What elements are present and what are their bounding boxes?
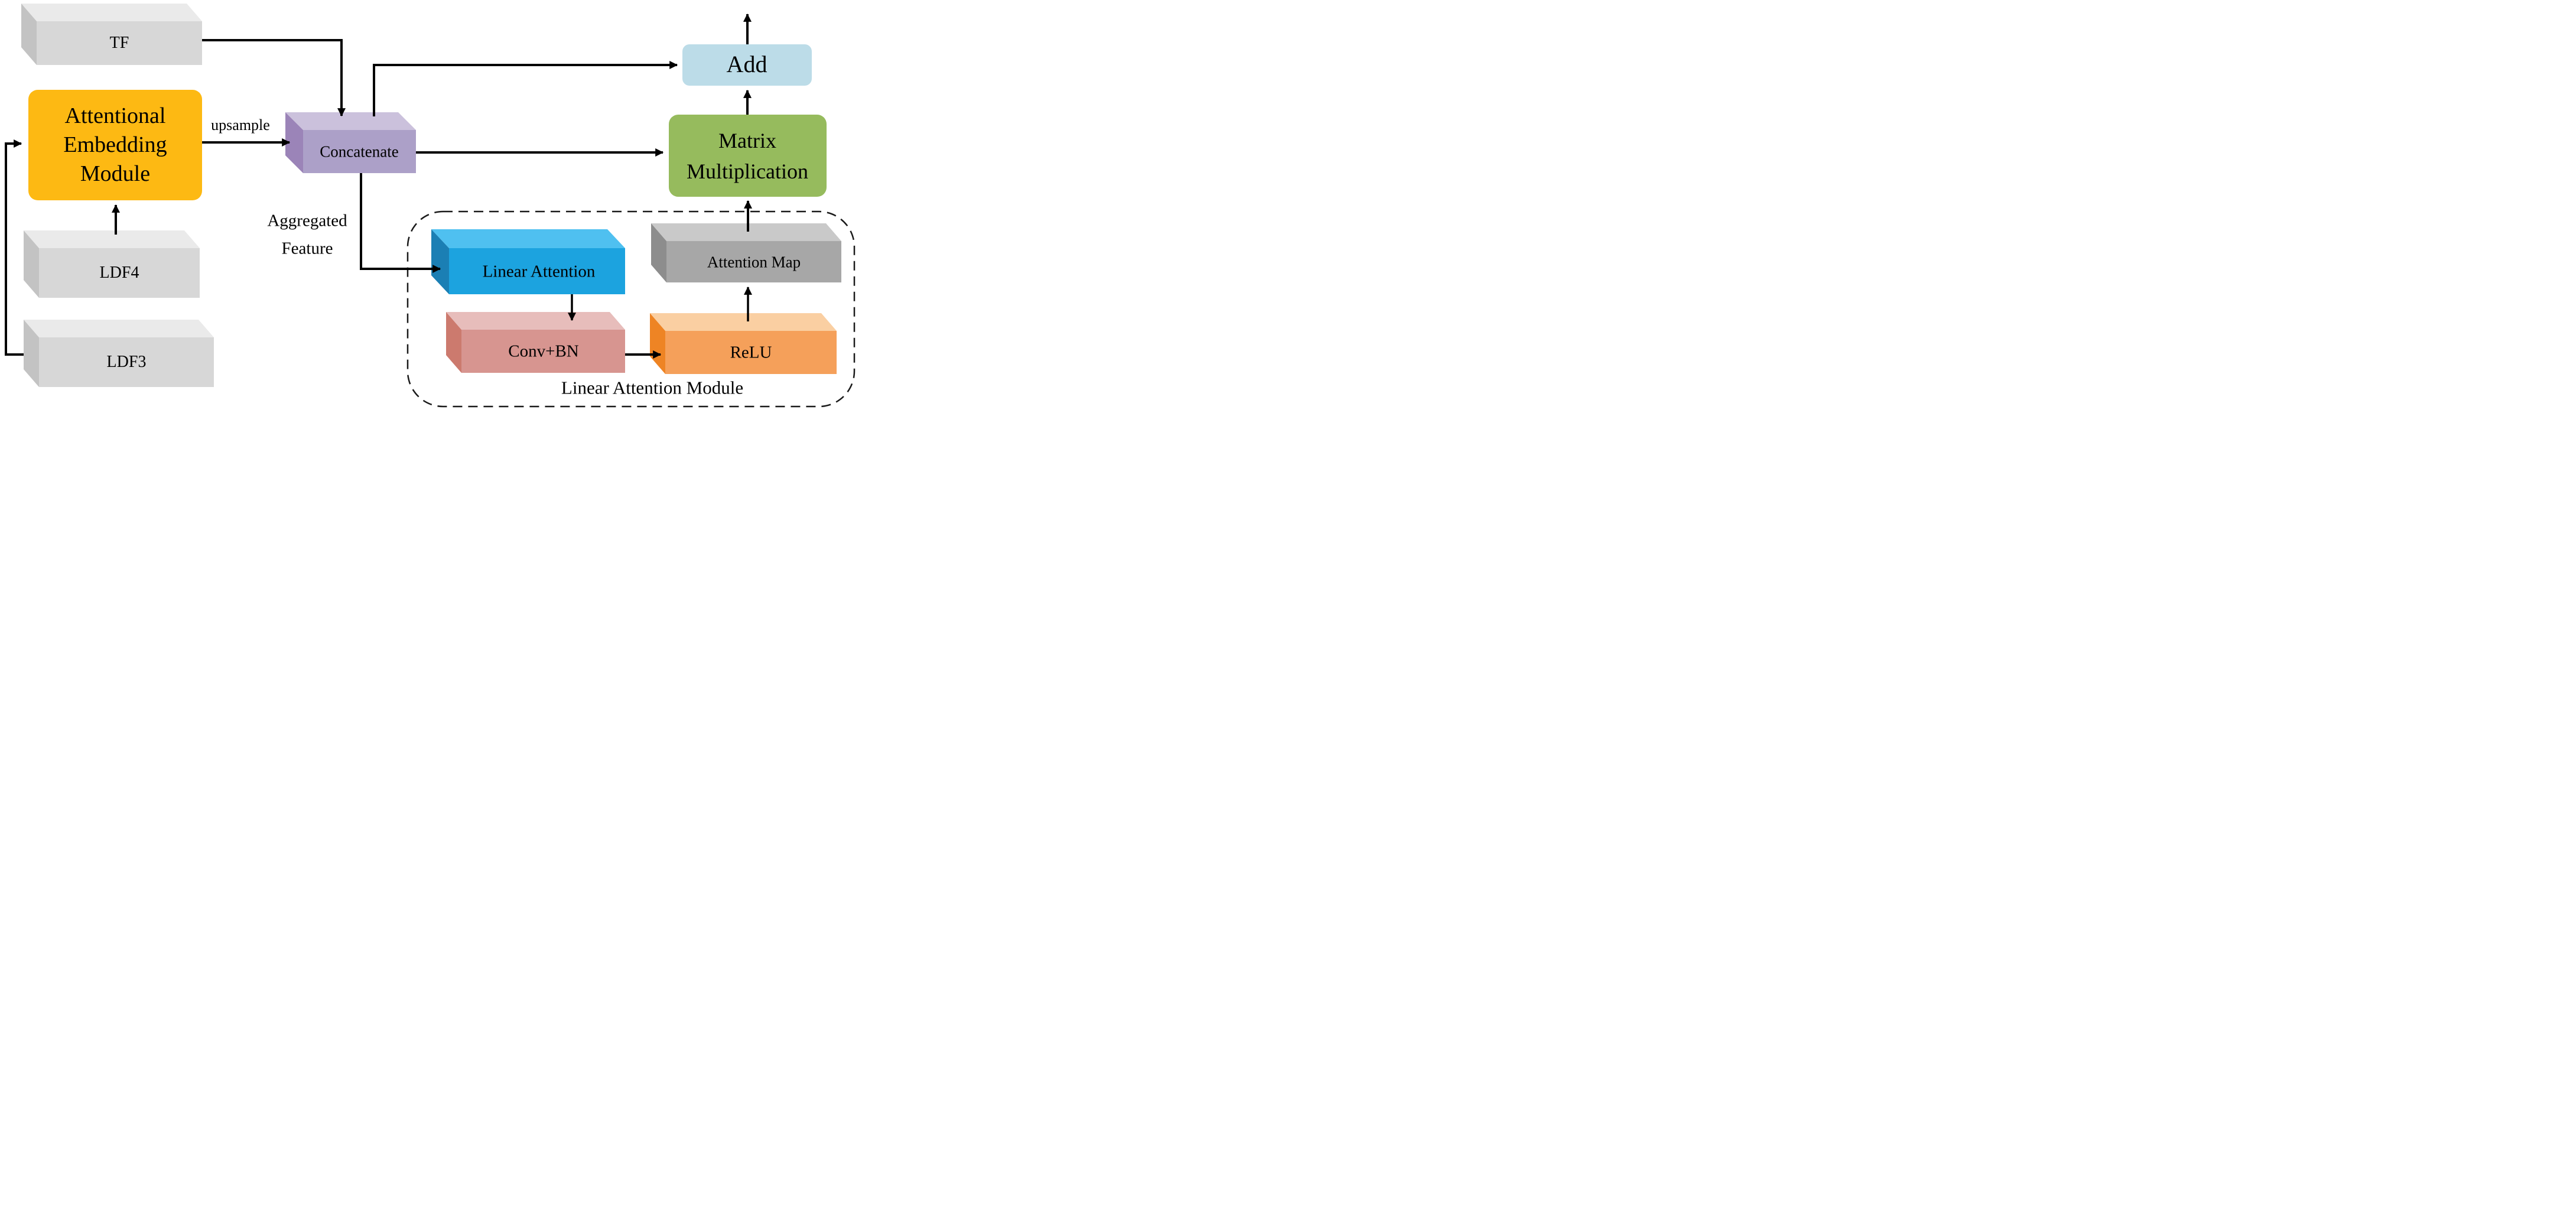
upsample-label: upsample [211, 116, 270, 134]
diagram-shapes-layer [5, 4, 856, 408]
relu-left-face [650, 313, 665, 374]
matrix-multiplication-box [669, 115, 827, 197]
connector-tf-to-concatenate [202, 39, 346, 117]
relu-label: ReLU [730, 343, 772, 362]
ldf4-label: LDF4 [99, 264, 139, 282]
linear-attention-top-face [431, 229, 625, 248]
conv-bn-left-face [446, 312, 461, 373]
tf-top-face [21, 4, 202, 21]
aem-label-line2: Embedding [63, 132, 167, 157]
aggregated-feature-label-line1: Aggregated [267, 211, 347, 230]
attention-map-label: Attention Map [707, 253, 801, 271]
linear-attention-front-face [449, 248, 625, 294]
aem-label-line3: Module [80, 161, 151, 186]
conv-bn-block [446, 312, 625, 373]
ldf4-block [24, 230, 200, 298]
concatenate-block [285, 112, 416, 173]
connector-concatenate-to-linear-attention [360, 173, 441, 273]
conv-bn-top-face [446, 312, 625, 330]
aggregated-feature-label-line2: Feature [281, 239, 333, 258]
tf-left-face [21, 4, 37, 65]
ldf3-top-face [24, 320, 214, 337]
relu-top-face [650, 313, 837, 331]
linear-attention-left-face [431, 229, 449, 294]
relu-front-face [665, 331, 837, 374]
aem-label-line1: Attentional [64, 103, 166, 128]
linear-attention-module-label: Linear Attention Module [561, 377, 744, 398]
linear-attention-module-container [406, 210, 856, 408]
attentional-embedding-module-box [28, 90, 202, 200]
conv-bn-label: Conv+BN [508, 342, 579, 361]
matmul-label-line1: Matrix [718, 129, 776, 152]
attention-map-left-face [651, 223, 666, 282]
concatenate-top-face [285, 112, 416, 130]
ldf3-block [24, 320, 214, 387]
tf-front-face [37, 21, 202, 65]
ldf4-left-face [24, 230, 39, 298]
connector-ldf3-to-aem [5, 139, 24, 356]
ldf4-front-face [39, 248, 200, 298]
concatenate-label: Concatenate [320, 142, 399, 161]
architecture-diagram: TF Attentional Embedding Module LDF4 LDF… [0, 0, 858, 409]
tf-label: TF [109, 34, 129, 52]
attention-map-front-face [666, 241, 841, 282]
ldf3-label: LDF3 [106, 353, 147, 371]
linear-attention-label: Linear Attention [482, 262, 596, 281]
add-label: Add [726, 51, 767, 77]
add-box [682, 44, 812, 86]
tf-block [21, 4, 202, 65]
attention-map-block [651, 223, 841, 282]
conv-bn-front-face [461, 330, 625, 373]
attention-map-top-face [651, 223, 841, 241]
linear-attention-block [431, 229, 625, 294]
concatenate-left-face [285, 112, 303, 173]
ldf4-top-face [24, 230, 200, 248]
connector-concatenate-to-add [373, 61, 678, 116]
ldf3-front-face [39, 337, 214, 387]
ldf3-left-face [24, 320, 39, 387]
concatenate-front-face [303, 130, 416, 173]
matmul-label-line2: Multiplication [687, 160, 808, 183]
relu-block [650, 313, 837, 374]
